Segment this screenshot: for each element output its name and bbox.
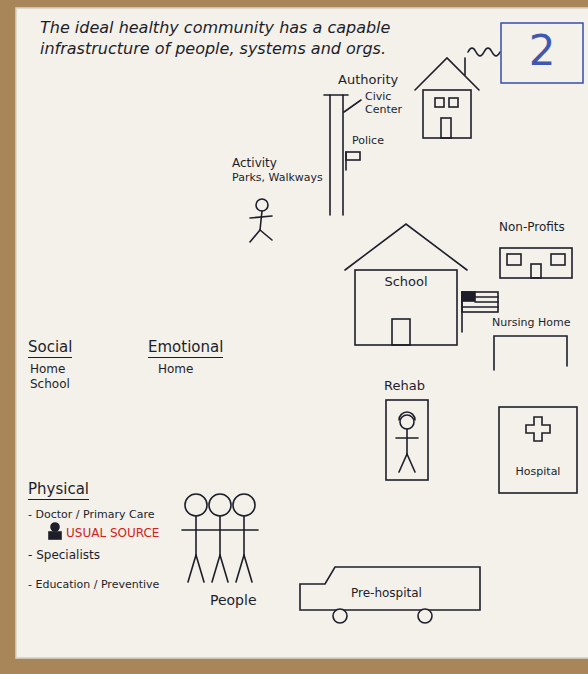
figure-caption: People xyxy=(210,592,257,609)
people-figures xyxy=(182,494,258,582)
node-label: Rehab xyxy=(384,378,425,394)
list-item: Home xyxy=(158,362,193,376)
highlight-note: USUAL SOURCE xyxy=(66,526,159,540)
doctor-icon xyxy=(49,523,61,539)
hospital-box: Hospital xyxy=(497,405,579,495)
node-outline xyxy=(497,405,579,495)
page-number-box: 2 xyxy=(500,22,584,84)
house-outline xyxy=(345,224,467,345)
list-item: - Doctor / Primary Care xyxy=(28,508,154,521)
poster-title: The ideal healthy community has a capabl… xyxy=(40,18,470,60)
list-item: - Education / Preventive xyxy=(28,578,159,591)
list-item: Home xyxy=(30,362,65,376)
node-label: Pre-hospital xyxy=(351,586,422,600)
rehab-door: Rehab xyxy=(376,378,438,484)
school-house: School xyxy=(345,222,467,347)
civic-center: Civic Center xyxy=(365,50,483,142)
list-item: School xyxy=(30,377,70,391)
hospital-outline xyxy=(499,407,577,493)
node-label: Hospital xyxy=(497,465,579,478)
category-heading: Social xyxy=(28,338,72,358)
building-outline xyxy=(500,248,572,278)
group-label: Authority xyxy=(338,72,398,88)
paper-sheet xyxy=(16,8,588,658)
node-label: 2 xyxy=(500,26,584,76)
node-outline xyxy=(376,378,438,484)
ambulance-outline xyxy=(300,567,480,623)
node-label: Nursing Home xyxy=(492,316,570,329)
building-outline xyxy=(494,336,567,370)
chimney-smoke xyxy=(468,48,500,56)
node-label: School xyxy=(345,274,467,290)
category-heading: Physical xyxy=(28,480,89,500)
police-flag xyxy=(346,152,360,170)
category-heading: Emotional xyxy=(148,338,223,358)
node-label: Non-Profits xyxy=(499,220,565,234)
list-item: - Specialists xyxy=(28,548,100,562)
door-outline xyxy=(386,400,428,480)
node-label: Civic Center xyxy=(365,90,411,116)
building: Nursing Home xyxy=(490,316,575,372)
ambulance: Pre-hospital xyxy=(295,562,485,628)
group-label: Activity xyxy=(232,156,277,170)
authority-pillar xyxy=(324,95,361,215)
number-box-outline xyxy=(501,23,583,83)
building: Non-Profits xyxy=(495,220,577,282)
group-label: Police xyxy=(352,134,384,147)
running-figure xyxy=(250,199,272,242)
note-text: Parks, Walkways xyxy=(232,171,323,184)
house-outline xyxy=(415,58,479,138)
